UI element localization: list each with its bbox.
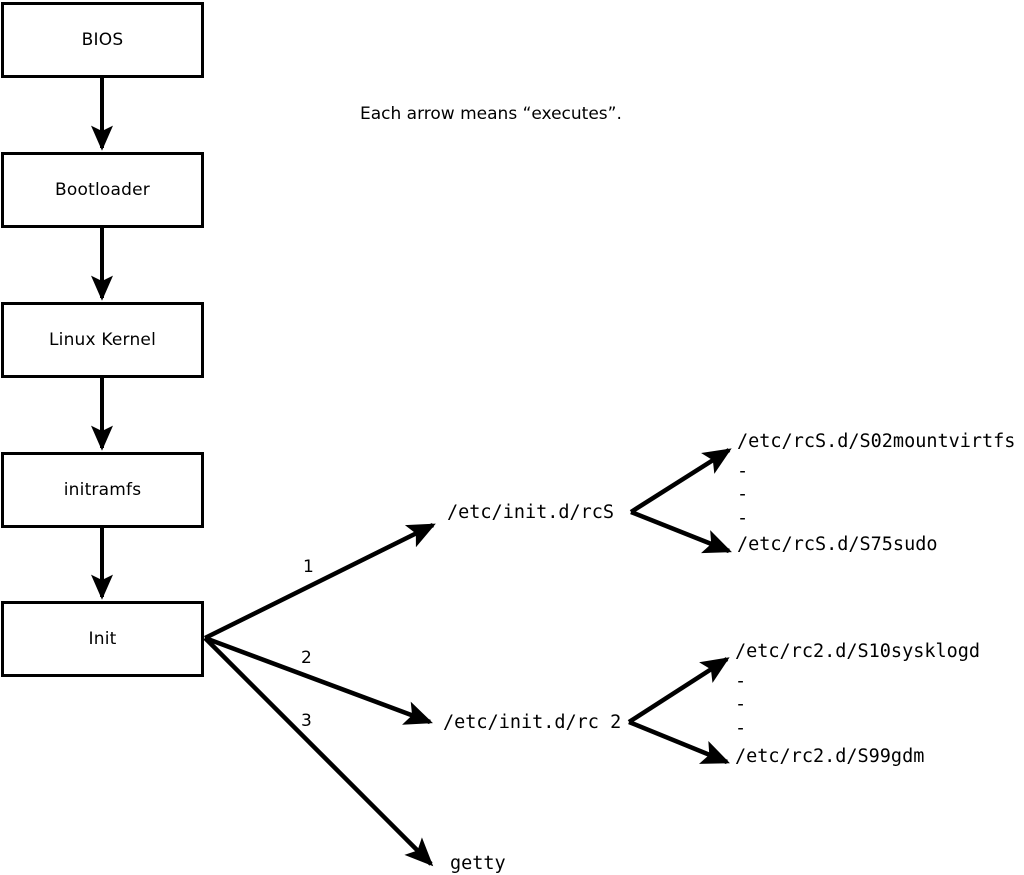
edge-label-1: 1 (303, 557, 314, 577)
node-rcs-script[interactable]: /etc/init.d/rcS (447, 502, 615, 523)
node-bootloader-label: Bootloader (55, 180, 150, 200)
node-bootloader[interactable]: Bootloader (1, 152, 204, 228)
node-rcsd-first-script[interactable]: /etc/rcS.d/S02mountvirtfs (737, 431, 1016, 452)
rc2d-ellipsis-dash-1: - (735, 671, 747, 692)
edge-rc2-to-first-script (627, 657, 730, 724)
rc2d-ellipsis-dash-3: - (735, 718, 747, 739)
edge-label-2: 2 (301, 648, 312, 668)
rcsd-ellipsis-dash-2: - (737, 484, 749, 505)
edge-label-3: 3 (301, 711, 312, 731)
node-getty[interactable]: getty (450, 853, 506, 874)
node-init[interactable]: Init (1, 601, 204, 677)
node-linux-kernel[interactable]: Linux Kernel (1, 302, 204, 378)
node-bios[interactable]: BIOS (1, 2, 204, 78)
node-init-label: Init (88, 629, 117, 649)
edge-init-to-getty (203, 636, 434, 867)
rcsd-ellipsis-dash-3: - (737, 508, 749, 529)
node-initramfs-label: initramfs (63, 480, 142, 500)
node-rc2d-first-script[interactable]: /etc/rc2.d/S10sysklogd (735, 641, 981, 662)
edge-rcs-to-last-script (630, 509, 732, 554)
diagram-caption: Each arrow means “executes”. (360, 104, 622, 124)
node-rc2-script[interactable]: /etc/init.d/rc 2 (443, 712, 622, 733)
rc2d-ellipsis-dash-2: - (735, 694, 747, 715)
node-bios-label: BIOS (81, 30, 124, 50)
rcsd-ellipsis-dash-1: - (737, 461, 749, 482)
edge-init-to-rc2 (204, 635, 433, 725)
node-linux-kernel-label: Linux Kernel (48, 330, 156, 350)
edge-rc2-to-last-script (628, 719, 730, 765)
node-initramfs[interactable]: initramfs (1, 452, 204, 528)
node-rc2d-last-script[interactable]: /etc/rc2.d/S99gdm (735, 746, 925, 767)
edge-init-to-rcs (204, 522, 436, 641)
edge-rcs-to-first-script (629, 448, 732, 514)
node-rcsd-last-script[interactable]: /etc/rcS.d/S75sudo (737, 534, 938, 555)
